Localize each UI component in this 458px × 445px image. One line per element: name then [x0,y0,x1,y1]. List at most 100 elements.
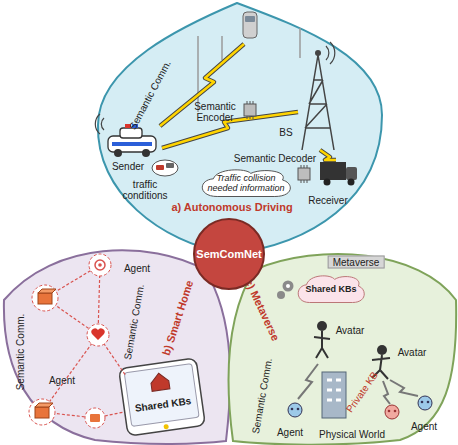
encoder-chip [244,104,256,116]
device-box [38,293,52,304]
robot-eye [388,410,391,413]
decoder-chip [298,168,310,180]
device-box-top [35,403,53,407]
building-windows [327,380,341,400]
link-bolt-outline [160,44,244,126]
car-symbol [166,163,174,168]
link-bolt [390,380,418,396]
link-label: Semantic Comm. [127,59,173,132]
wheel [348,179,355,186]
robot-eye [291,408,294,411]
region-title: a) Autonomous Driving [171,201,292,214]
link-label: Semantic Comm. [15,314,26,391]
module-label: Semantic Encoder [189,101,241,123]
petal-shape [229,254,457,445]
petal-shape [4,250,230,444]
heart-icon [91,328,104,340]
link-bolt [320,150,336,160]
agent-robot [288,403,302,417]
petal-shape [98,3,382,254]
world-label: Metaverse [328,256,385,269]
agent-label: Agent [49,375,75,386]
core-circle: SemComNet [193,218,265,290]
device-ring [87,324,109,346]
gear-symbol [277,291,285,299]
link-label: Semantic Comm. [122,283,146,360]
module-label: Semantic Decoder [234,153,316,164]
link-bolt [298,364,318,399]
phone-button [163,424,169,430]
avatar-figure [314,331,330,358]
agent-label: Agent [411,421,437,432]
world-label: Physical World [319,429,385,440]
vehicle-label: Receiver [308,195,347,206]
device-ring [89,254,111,276]
speech-bubble: Traffic collision needed information [198,168,294,198]
link-bolt [383,381,390,404]
house-icon [150,372,170,391]
node-text: Shared KBs [305,284,356,295]
knowledge-cloud: Shared KBs [295,274,367,304]
phone-box: Shared KBs [118,357,207,437]
car-window [245,16,255,22]
tower-symbol [302,55,334,150]
link-bolt [160,44,244,126]
device-box-top [38,289,56,293]
gear-symbol [283,281,294,292]
link-bolt-outline [320,150,336,160]
station-label: BS [279,127,292,138]
agent-label: Agent [277,427,303,438]
avatar-label: Avatar [336,325,365,336]
police-car-symbol [108,136,156,152]
agent-robot [418,396,432,410]
truck-cab [346,167,357,180]
car-stripe [112,142,152,146]
agent-robot [385,405,399,419]
vehicle-label: Sender [112,161,144,172]
chip-pins [301,165,307,183]
car-symbol [243,12,257,38]
target-icon [95,260,105,270]
wheel [324,179,331,186]
avatar-label: Avatar [398,347,427,358]
chip-pins [247,101,253,119]
robot-eye [297,408,300,411]
phone-box-outline [118,357,207,437]
car-symbol [156,165,164,170]
device-ring [85,408,105,428]
avatar-head [317,321,327,331]
device-icon [90,414,100,422]
phone-shape [119,358,206,436]
avatar-head [377,345,387,355]
phone-screen [124,364,199,427]
scene-label: traffic conditions [120,179,170,201]
robot-eye [421,401,424,404]
robot-eye [394,410,397,413]
device-box [35,407,49,418]
car-roof [120,128,142,138]
robot-eye [427,401,430,404]
wifi-symbol [95,114,104,134]
wheel [142,149,150,157]
truck-symbol [320,162,346,180]
antenna-symbol [315,50,321,56]
link-label: Semantic Comm. [250,357,274,434]
agent-label: Agent [124,263,150,274]
node-text: Traffic collision needed information [198,173,294,193]
kb-label: Private KB [344,369,380,414]
wifi-symbol [326,42,335,64]
circle-shape [194,219,264,289]
road-line [198,28,300,112]
wheel [114,149,122,157]
traffic-bubble [152,160,178,176]
device-ring [29,399,55,425]
target-icon [98,263,102,267]
building-symbol [322,372,346,418]
node-text: SemComNet [196,249,261,260]
device-ring [32,285,58,311]
gear-hole [286,284,290,288]
dashed-link [42,265,126,418]
cloud-shape [298,276,364,303]
